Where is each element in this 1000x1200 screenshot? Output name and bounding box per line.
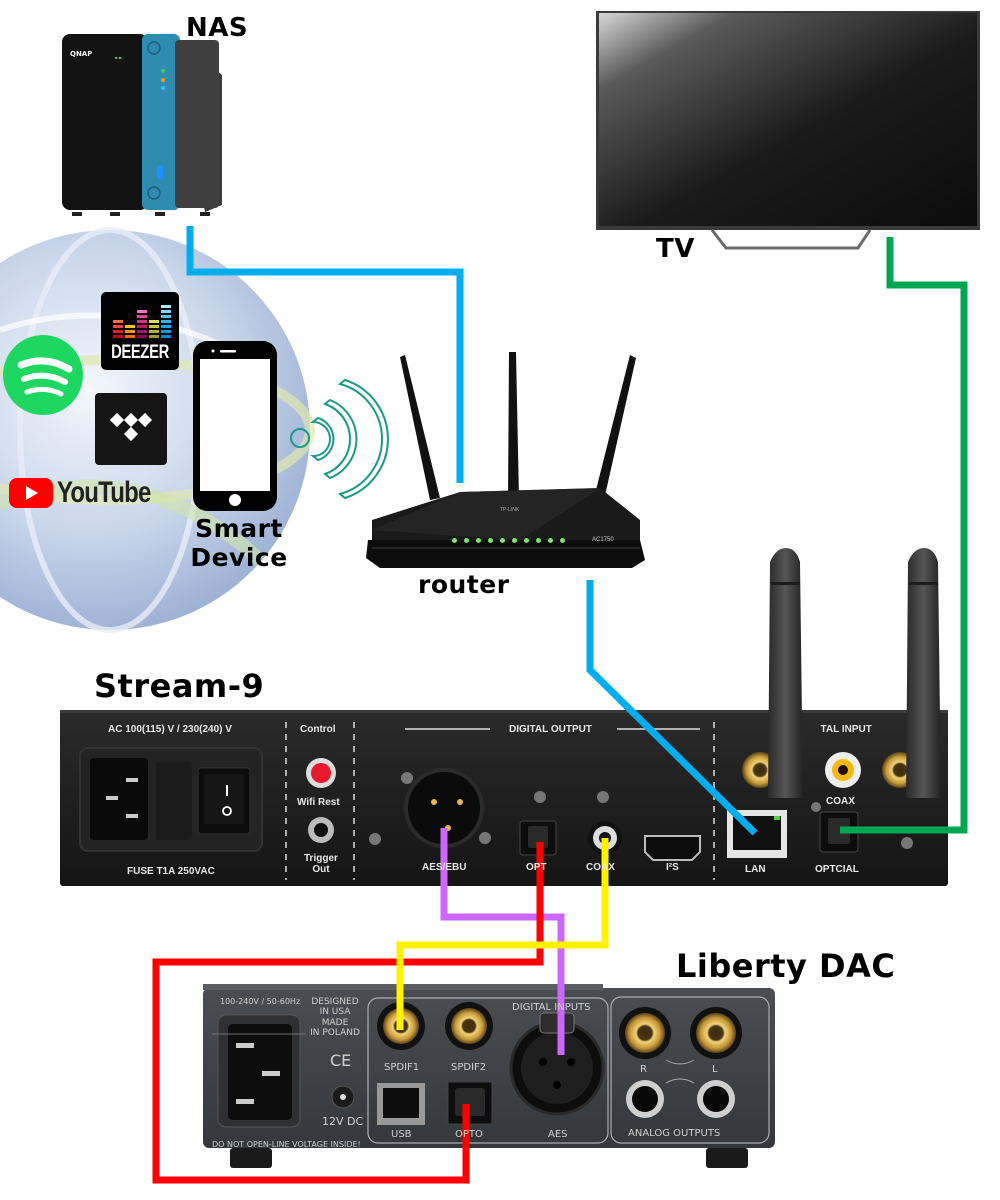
router-brand: TP-LINK [500, 507, 520, 513]
cable-tv-optical [840, 237, 968, 834]
dac-r-label: R [640, 1064, 647, 1075]
tidal-icon [109, 412, 153, 442]
smartphone-icon [193, 341, 277, 511]
nas-brand: QNAP [70, 50, 92, 58]
cable-router-stream9-lan [586, 580, 758, 836]
youtube-label: YouTube [57, 476, 151, 509]
liberty-dac-panel [203, 984, 775, 1168]
dac-opto-label: OPTO [455, 1129, 483, 1140]
ce-mark: CE [330, 1051, 352, 1070]
router-model: AC1750 [592, 537, 614, 543]
stream9-panel [60, 710, 948, 886]
cable-coax [396, 838, 609, 1030]
opt-out-label: OPT [526, 862, 547, 873]
router-leds [452, 538, 565, 543]
stream9-antennas [768, 548, 941, 798]
dac-spdif1-label: SPDIF1 [384, 1062, 420, 1073]
trigger-out-label: Trigger Out [304, 853, 338, 875]
lan-label: LAN [745, 864, 766, 875]
aes-ebu-label: AES/EBU [422, 862, 467, 873]
spotify-icon [17, 357, 73, 397]
trigger-line2: Out [312, 864, 330, 875]
nas-device [62, 34, 222, 216]
digital-output-header: DIGITAL OUTPUT [509, 724, 592, 735]
wifi-reset-label: Wifi Rest [297, 797, 340, 808]
dac-l-label: L [712, 1064, 718, 1075]
power-header: AC 100(115) V / 230(240) V [108, 724, 232, 735]
digital-input-header: DIGITAL INPUT [800, 724, 872, 735]
dac-analog-outputs-label: ANALOG OUTPUTS [628, 1128, 721, 1139]
tv-label: TV [656, 234, 695, 264]
dac-spdif2-label: SPDIF2 [451, 1062, 487, 1073]
smart-device-label-line2: Device [190, 542, 288, 572]
tv-device [596, 11, 980, 250]
router-label: router [418, 570, 510, 599]
control-header: Control [300, 724, 336, 735]
deezer-logo: DEEZER [101, 292, 179, 370]
dac-designed: DESIGNED IN USA MADE IN POLAND [310, 997, 360, 1038]
liberty-dac-label: Liberty DAC [676, 947, 896, 985]
deezer-label: DEEZER [111, 342, 169, 363]
cable-nas-router [186, 226, 464, 483]
stream9-label: Stream-9 [94, 667, 265, 705]
dac-designed-line2: IN USA [319, 1007, 351, 1018]
fuse-label: FUSE T1A 250VAC [127, 866, 215, 877]
optical-in-label: OPTCIAL [815, 864, 859, 875]
spotify-logo [3, 335, 83, 415]
tidal-logo [95, 393, 167, 465]
dac-usb-label: USB [391, 1129, 412, 1140]
dac-made-line1: MADE [321, 1017, 349, 1028]
coax-out-label: COAX [586, 862, 615, 873]
cable-aes [440, 828, 565, 1055]
i2s-label: I²S [666, 862, 679, 873]
dac-digital-inputs-header: DIGITAL INPUTS [512, 1002, 591, 1013]
dac-dc-label: 12V DC [322, 1115, 364, 1128]
smart-device-label-line1: Smart [195, 514, 283, 543]
wifi-signal-icon [290, 378, 389, 500]
deezer-equalizer-icon [113, 305, 171, 338]
dac-power-rating: 100-240V / 50-60Hz [220, 997, 301, 1006]
dac-aes-label: AES [548, 1129, 568, 1140]
youtube-logo: YouTube [9, 475, 174, 511]
dac-designed-line1: DESIGNED [311, 997, 359, 1007]
router-device [366, 352, 645, 568]
smart-device-label: Smart Device [180, 514, 298, 573]
coax-in-label: COAX [826, 796, 855, 807]
cables [152, 226, 968, 1184]
youtube-play-icon [9, 478, 53, 508]
nas-label: NAS [186, 13, 249, 43]
dac-made-line2: IN POLAND [310, 1028, 360, 1039]
trigger-line1: Trigger [304, 853, 338, 864]
dac-warning: DO NOT OPEN-LINE VOLTAGE INSIDE! [212, 1140, 361, 1149]
